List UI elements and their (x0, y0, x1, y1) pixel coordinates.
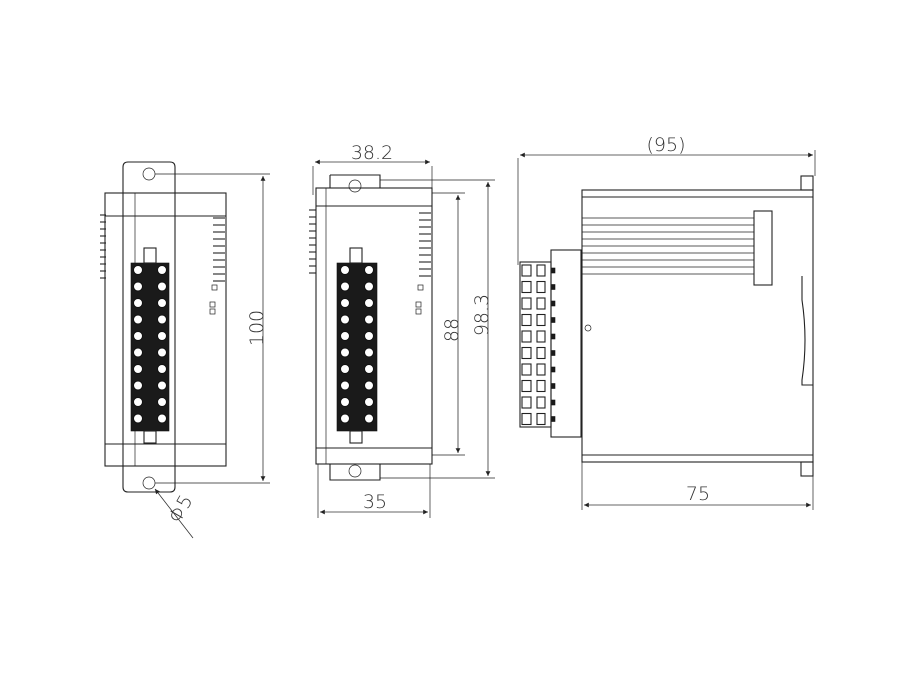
terminal-pin (550, 416, 556, 422)
terminal-pin (550, 300, 556, 307)
terminal-screw-hole (364, 380, 374, 391)
dimension-label-98-3: 98.3 (471, 294, 493, 336)
mounting-hole-bottom (142, 476, 156, 490)
terminal-screw-hole (340, 413, 350, 424)
terminal-clamp (521, 280, 532, 294)
terminal-screw-hole (364, 331, 374, 341)
terminal-clamp (536, 412, 546, 426)
dimension-label-hole: Φ5 (164, 491, 197, 527)
terminal-pin (550, 383, 556, 389)
terminal-screw-hole (340, 314, 350, 325)
terminal-clamp (521, 313, 532, 327)
terminal-clamp (536, 313, 546, 327)
terminal-screw-hole (157, 314, 167, 325)
terminal-pin (550, 317, 556, 323)
dimension-label-95: (95) (646, 134, 685, 156)
terminal-screw-hole (133, 281, 143, 292)
dimension-label-88: 88 (441, 318, 463, 342)
leader-hole-diameter (154, 488, 194, 539)
terminal-screw-hole (364, 314, 374, 325)
terminal-screw-hole (364, 347, 374, 358)
terminal-screw-hole (133, 298, 143, 308)
terminal-block-side (519, 261, 552, 428)
terminal-screw-hole (157, 397, 167, 407)
terminal-screw-hole (340, 281, 350, 292)
terminal-screw-hole (133, 380, 143, 391)
terminal-screw-hole (157, 281, 167, 292)
terminal-pin (550, 350, 556, 356)
terminal-screw-hole (157, 364, 167, 374)
terminal-clamp (521, 330, 532, 343)
terminal-clamp (521, 412, 532, 426)
terminal-clamp (536, 330, 546, 343)
terminal-screw-hole (340, 265, 350, 275)
mounting-hole-top (142, 167, 156, 181)
terminal-screw-hole (133, 265, 143, 275)
terminal-screw-hole (157, 347, 167, 358)
dimension-label-100: 100 (246, 310, 268, 346)
terminal-screw-hole (133, 413, 143, 424)
terminal-pin (550, 399, 556, 406)
terminal-clamp (536, 280, 546, 294)
terminal-clamp (521, 346, 532, 360)
terminal-pin (550, 333, 556, 340)
terminal-clamp (521, 396, 532, 409)
terminal-screw-hole (364, 265, 374, 275)
terminal-clamp (536, 363, 546, 376)
terminal-clamp (521, 297, 532, 310)
terminal-pin (550, 267, 556, 274)
terminal-screw-hole (364, 281, 374, 292)
dimension-label-75: 75 (686, 483, 710, 505)
terminal-screw-hole (364, 397, 374, 407)
terminal-screw-hole (157, 380, 167, 391)
terminal-clamp (521, 264, 532, 277)
dimension-label-35: 35 (363, 491, 387, 513)
terminal-screw-hole (340, 364, 350, 374)
terminal-screw-hole (133, 347, 143, 358)
terminal-clamp (536, 379, 546, 393)
terminal-screw-hole (364, 298, 374, 308)
side-view (519, 175, 814, 477)
module-body (104, 192, 227, 467)
terminal-screw-hole (133, 331, 143, 341)
terminal-screw-hole (364, 364, 374, 374)
module-body (315, 187, 433, 465)
module-side-body (581, 189, 814, 463)
terminal-screw-hole (157, 265, 167, 275)
terminal-screw-hole (157, 331, 167, 341)
terminal-screw-hole (133, 364, 143, 374)
mounting-plate (329, 174, 381, 481)
terminal-screw-hole (364, 413, 374, 424)
terminal-clamp (536, 297, 546, 310)
terminal-screw-hole (157, 413, 167, 424)
terminal-screw-hole (340, 397, 350, 407)
terminal-screw-hole (133, 314, 143, 325)
terminal-clamp (536, 346, 546, 360)
terminal-screw-hole (133, 397, 143, 407)
terminal-screw-hole (340, 347, 350, 358)
terminal-pin (550, 366, 556, 373)
terminal-screw-hole (340, 380, 350, 391)
terminal-clamp (521, 379, 532, 393)
front-view (100, 161, 227, 493)
terminal-screw-hole (340, 298, 350, 308)
dimension-label-38-2: 38.2 (351, 142, 393, 164)
terminal-clamp (536, 264, 546, 277)
terminal-clamp (521, 363, 532, 376)
terminal-screw-hole (340, 331, 350, 341)
front-view-dimensioned (309, 174, 433, 481)
side-connector (753, 210, 773, 286)
terminal-clamp (536, 396, 546, 409)
mounting-plate (122, 161, 176, 493)
terminal-screw-hole (157, 298, 167, 308)
terminal-pin (550, 284, 556, 290)
